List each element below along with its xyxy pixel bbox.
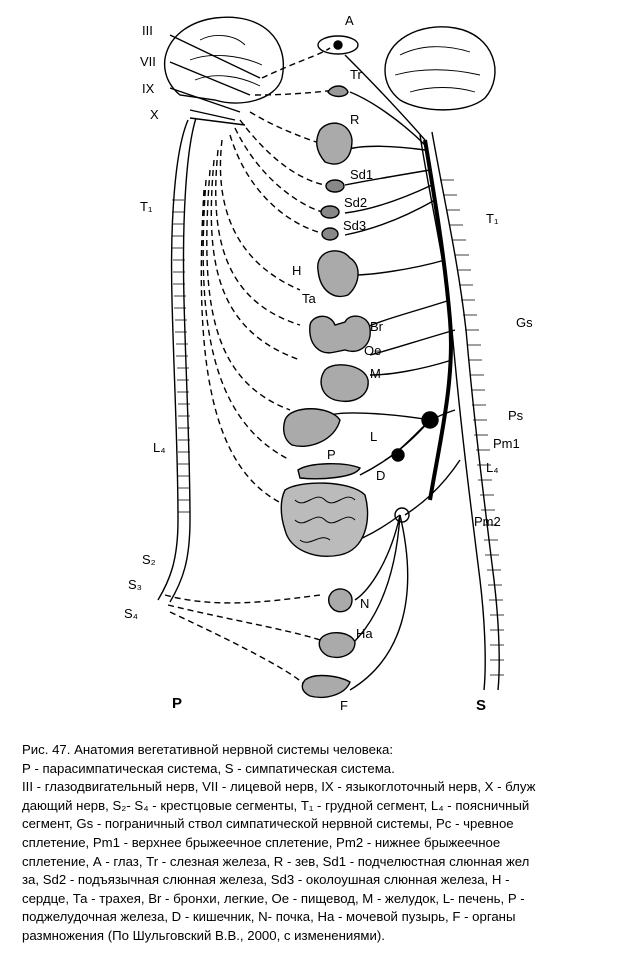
caption-line: поджелудочная железа, D - кишечник, N- п… — [22, 909, 516, 925]
caption-line: Рис. 47. Анатомия вегетативной нервной с… — [22, 742, 394, 757]
inferior-mesenteric-plexus — [394, 507, 410, 523]
label-VII: VII — [140, 54, 156, 69]
lacrimal-gland — [327, 85, 349, 98]
caption-line: за, Sd2 - подъязычная слюнная железа, Sd… — [22, 872, 510, 888]
parasympathetic-pathways — [164, 47, 336, 686]
label-L4-right: L₄ — [486, 460, 499, 475]
figure-caption: Рис. 47. Анатомия вегетативной нервной с… — [22, 741, 627, 946]
label-R: R — [350, 112, 360, 127]
label-L: L — [370, 429, 378, 444]
intestine-loops — [294, 496, 356, 543]
label-D: D — [376, 468, 386, 483]
caption-line: сегмент, Gs - пограничный ствол симпатич… — [22, 816, 514, 832]
sympathetic-pathways — [329, 54, 461, 691]
cranial-nerve-lines — [169, 34, 261, 126]
diagram-drawing — [157, 16, 504, 699]
label-Ta: Ta — [302, 291, 316, 306]
heart — [317, 250, 359, 297]
caption-line: III - глазодвигательный нерв, VII - лице… — [22, 779, 536, 795]
reproductive-organs — [301, 674, 351, 699]
label-Ps: Ps — [508, 408, 524, 423]
left-column-ticks — [172, 199, 190, 513]
right-column-ticks — [440, 179, 504, 676]
right-column-outer — [419, 134, 486, 691]
pharynx — [316, 122, 353, 165]
caption-line: сердце, Та - трахея, Br - бронхи, легкие… — [22, 890, 525, 906]
label-Tr: Tr — [350, 67, 362, 82]
label-P-organ: P — [327, 447, 336, 462]
label-A: A — [345, 13, 354, 28]
label-F: F — [340, 698, 348, 713]
liver — [283, 408, 341, 447]
label-Pm2: Pm2 — [474, 514, 501, 529]
label-S4: S₄ — [124, 606, 138, 621]
label-IX: IX — [142, 81, 155, 96]
eye-organ — [317, 35, 359, 55]
celiac-plexus — [421, 411, 439, 429]
label-N: N — [360, 596, 370, 611]
submandibular-gland — [325, 179, 345, 193]
label-M: M — [370, 366, 381, 381]
label-parasympathetic-side: P — [172, 695, 183, 712]
label-S3: S₃ — [128, 577, 142, 592]
label-Pm1: Pm1 — [493, 436, 520, 451]
left-column-inner — [169, 117, 197, 603]
parotid-gland — [321, 227, 339, 241]
kidney — [327, 588, 353, 613]
lungs-bronchi — [309, 315, 371, 354]
caption-line: Р - парасимпатическая система, S - симпа… — [22, 760, 395, 776]
stomach — [320, 364, 369, 402]
label-T1-right: T₁ — [486, 211, 499, 226]
superior-mesenteric-plexus — [391, 448, 405, 462]
right-brain-folds — [394, 46, 481, 93]
left-brain — [163, 16, 284, 104]
label-Sd1: Sd1 — [350, 167, 374, 182]
caption-line: сплетение, А - глаз, Tr - слезная железа… — [22, 853, 530, 869]
autonomic-nervous-system-diagram: A III VII IX X Tr R Sd1 Sd2 Sd3 T₁ T₁ H … — [124, 13, 533, 714]
label-sympathetic-side: S — [476, 697, 487, 714]
label-Gs: Gs — [516, 315, 533, 330]
label-H: H — [292, 263, 302, 278]
label-L4-left: L₄ — [153, 440, 166, 455]
caption-line: сплетение, Pm1 - верхнее брыжеечное спле… — [22, 834, 501, 850]
label-Sd3: Sd3 — [343, 218, 367, 233]
label-X: X — [150, 107, 159, 122]
label-Oe: Oe — [364, 343, 382, 358]
sublingual-gland — [320, 205, 340, 219]
label-Sd2: Sd2 — [344, 195, 368, 210]
left-column-outer — [157, 119, 189, 601]
label-III: III — [142, 23, 153, 38]
left-brain-folds — [189, 34, 263, 87]
label-Ha: Ha — [356, 626, 373, 641]
bladder — [318, 632, 356, 659]
label-T1-left: T₁ — [140, 199, 153, 214]
caption-line: размножения (По Шульговский В.В., 2000, … — [22, 927, 385, 943]
pancreas — [297, 463, 361, 480]
label-S2: S₂ — [142, 552, 156, 567]
sympathetic-trunk — [423, 139, 453, 501]
label-Br: Br — [370, 319, 383, 334]
caption-line: дающий нерв, S₂- S₄ - крестцовые сегмент… — [22, 797, 530, 813]
right-brain — [384, 26, 496, 111]
